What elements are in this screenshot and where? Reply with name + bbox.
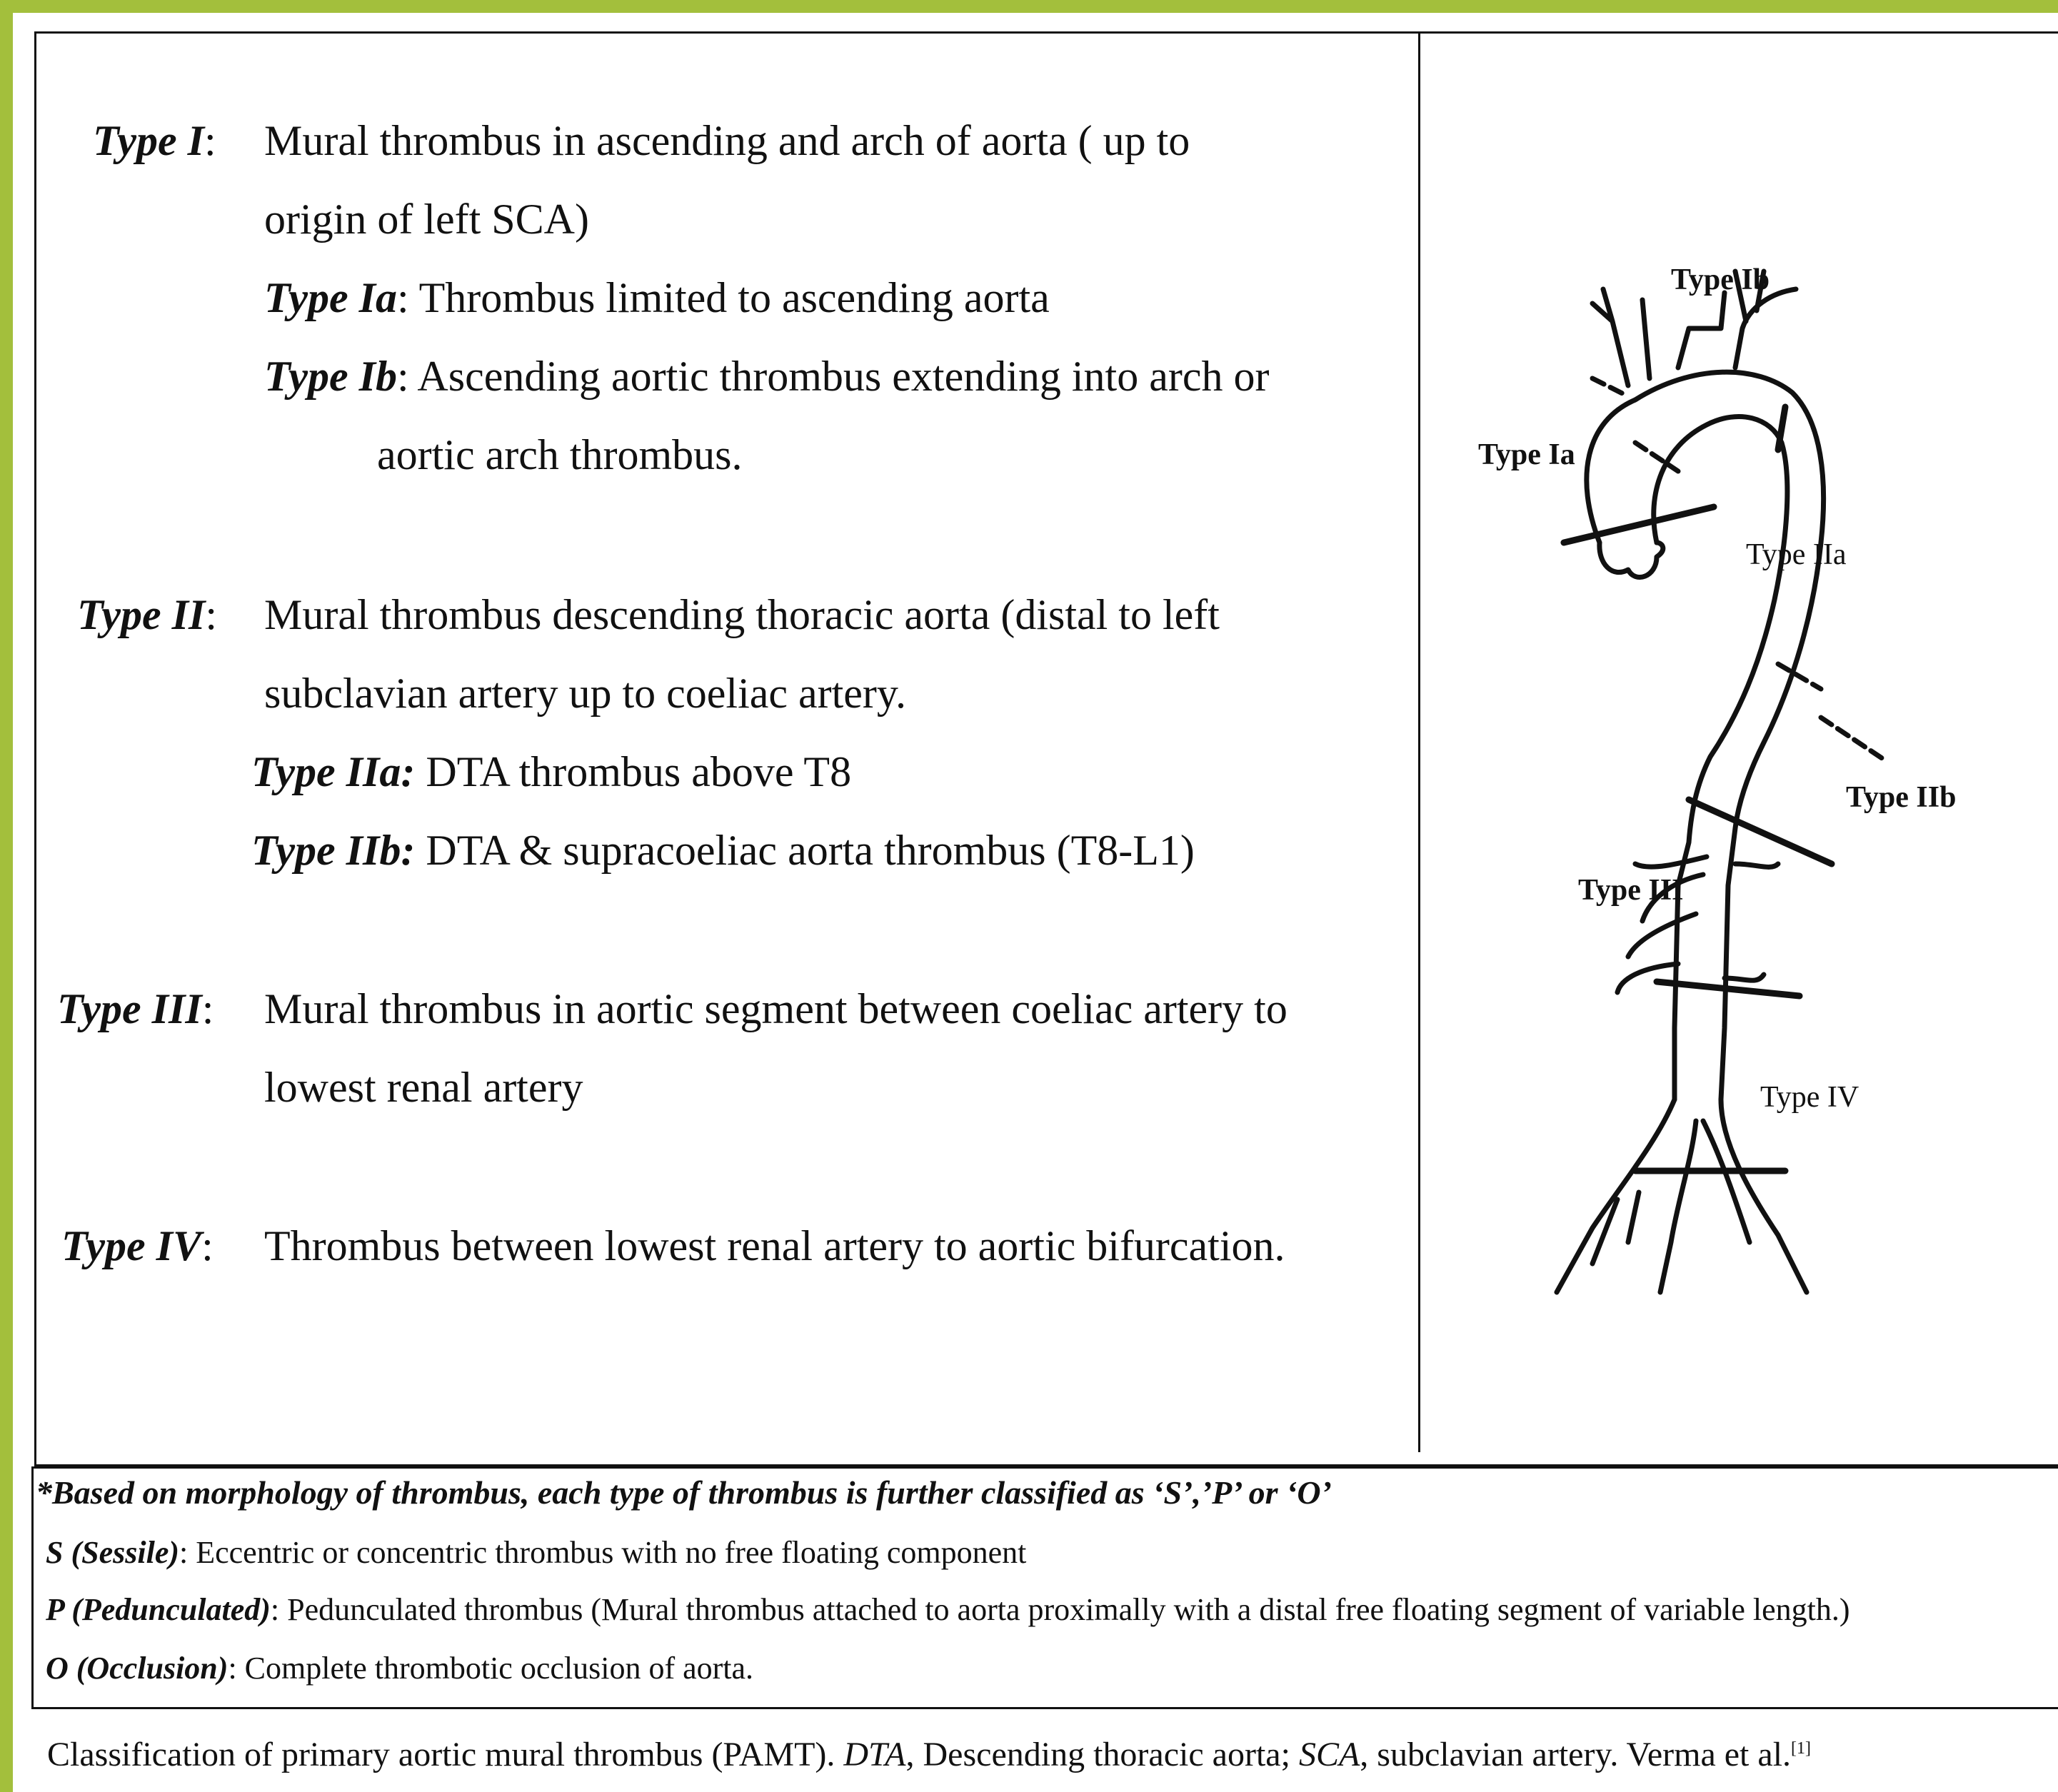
boundary-iia-iib-dashed: [1778, 664, 1821, 689]
brachiocephalic-trunk: [1592, 289, 1650, 386]
left-carotid: [1678, 293, 1725, 368]
boundary-iia-dashed: [1821, 718, 1885, 760]
type-iii-desc-line1: Mural thrombus in aortic segment between…: [264, 984, 1287, 1034]
boundary-ia-root: [1564, 507, 1714, 543]
type-iii-label: Type III:: [57, 984, 214, 1034]
diagram-label-ia: Type Ia: [1478, 438, 1575, 471]
type-ii-desc-line1: Mural thrombus descending thoracic aorta…: [264, 590, 1220, 640]
type-iib-row: Type IIb: DTA & supracoeliac aorta throm…: [251, 825, 1195, 875]
type-ib-row: Type Ib: Ascending aortic thrombus exten…: [264, 351, 1269, 401]
morphology-o-row: O (Occlusion): Complete thrombotic occlu…: [46, 1649, 753, 1688]
diagram-label-iia: Type IIa: [1746, 538, 1847, 571]
frame-left-border: [0, 0, 13, 1792]
celiac-branches: [1628, 857, 1778, 957]
aortic-root: [1600, 543, 1663, 577]
morphology-p-row: P (Pedunculated): Pedunculated thrombus …: [46, 1591, 1849, 1629]
type-iv-label: Type IV:: [61, 1221, 214, 1271]
aorta-diagram: Type Ib Type Ia Type IIa Type IIb Type I…: [1421, 243, 1992, 1414]
diagram-label-iv: Type IV: [1760, 1081, 1859, 1114]
reference-superscript: [1]: [1791, 1739, 1811, 1758]
type-i-label: Type I:: [93, 116, 216, 166]
type-iii-desc-line2: lowest renal artery: [264, 1062, 583, 1112]
type-iv-desc: Thrombus between lowest renal artery to …: [264, 1221, 1285, 1271]
type-i-desc-line1: Mural thrombus in ascending and arch of …: [264, 116, 1190, 166]
diagram-label-ib: Type Ib: [1671, 263, 1770, 296]
type-ii-desc-line2: subclavian artery up to coeliac artery.: [264, 668, 906, 718]
diagram-label-iii: Type III: [1578, 874, 1683, 907]
type-ia-row: Type Ia: Thrombus limited to ascending a…: [264, 273, 1050, 323]
boundary-i-upper-dashed: [1592, 378, 1628, 396]
type-i-desc-line2: origin of left SCA): [264, 194, 589, 244]
type-ib-desc-line2: aortic arch thrombus.: [377, 430, 743, 480]
morphology-s-row: S (Sessile): Eccentric or concentric thr…: [46, 1534, 1026, 1572]
column-divider: [1418, 31, 1420, 1452]
diagram-label-iib: Type IIb: [1846, 781, 1956, 814]
type-ii-label: Type II:: [77, 590, 217, 640]
frame-top-border: [0, 0, 2058, 13]
boundary-ii-iii: [1689, 800, 1832, 864]
figure-caption: Classification of primary aortic mural t…: [47, 1728, 1811, 1776]
morphology-heading: *Based on morphology of thrombus, each t…: [36, 1474, 1332, 1512]
type-iia-row: Type IIa: DTA thrombus above T8: [251, 747, 851, 797]
iliac-branch-left: [1592, 1192, 1639, 1264]
